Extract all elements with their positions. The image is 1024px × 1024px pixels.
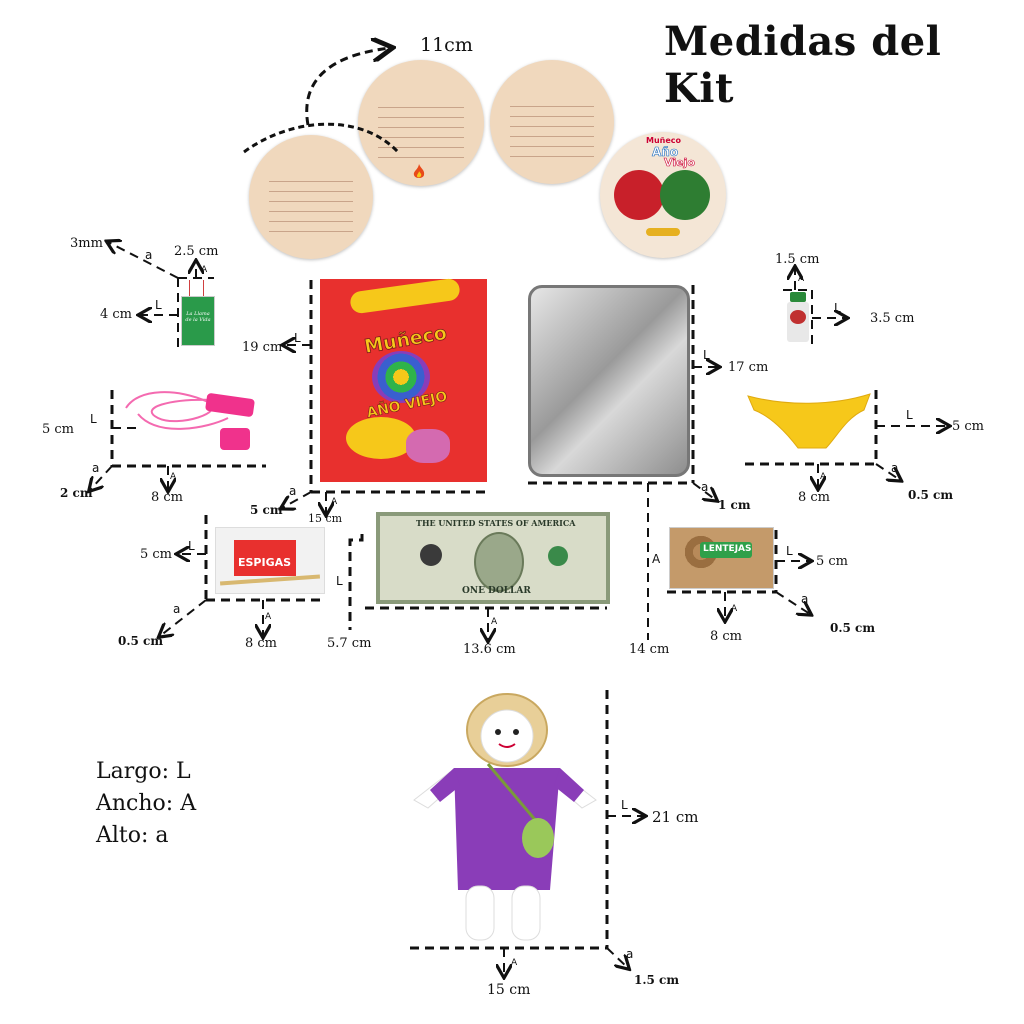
yellow-briefs xyxy=(746,388,872,452)
espigas-label: ESPIGAS xyxy=(238,556,292,569)
rag-doll xyxy=(410,690,600,945)
bottle-ancho-letter: A xyxy=(798,274,805,284)
bag-largo-label: 19 cm xyxy=(242,340,283,355)
briefs-ancho-label: 8 cm xyxy=(798,490,831,505)
tag-card-text: La Llama de la Vida xyxy=(185,311,211,323)
tag-card: La Llama de la Vida xyxy=(181,296,215,346)
logo-disc: Muñeco Año Viejo xyxy=(600,132,726,258)
espigas-ancho-label: 8 cm xyxy=(245,636,278,651)
wish-card-disc-1 xyxy=(249,135,373,259)
tag-alto-letter: a xyxy=(145,248,153,262)
espigas-largo-label: 5 cm xyxy=(140,547,173,562)
wish-card-disc-3 xyxy=(490,60,614,184)
bag-ancho-label: 15 cm xyxy=(308,512,343,525)
whistle-alto-label: 2 cm xyxy=(60,486,93,500)
espigas-alto-label: 0.5 cm xyxy=(118,634,164,648)
tray-ancho-label: 14 cm xyxy=(629,642,670,657)
lentejas-largo-letter: L xyxy=(786,544,793,558)
whistle-largo-label: 5 cm xyxy=(42,422,75,437)
lentejas-ancho-label: 8 cm xyxy=(710,629,743,644)
bag-ancho-letter: A xyxy=(331,497,338,507)
doll-alto-label: 1.5 cm xyxy=(634,973,680,987)
tray-alto-letter: a xyxy=(701,480,709,494)
briefs-alto-letter: a xyxy=(891,461,899,475)
lentejas-ancho-letter: A xyxy=(731,604,738,614)
bottle-ancho-label: 1.5 cm xyxy=(775,252,820,267)
tag-largo-label: 4 cm xyxy=(100,307,133,322)
wish-card-disc-2 xyxy=(358,60,484,186)
whistle-alto-letter: a xyxy=(92,461,100,475)
doll-ancho-letter: A xyxy=(511,958,518,968)
tag-alto-label: 3mm xyxy=(70,236,103,251)
page-title: Medidas del Kit xyxy=(664,18,942,112)
lentejas-alto-label: 0.5 cm xyxy=(830,621,876,635)
lentejas-alto-letter: a xyxy=(801,592,809,606)
tag-ancho-letter: A xyxy=(201,265,208,275)
espigas-alto-letter: a xyxy=(173,602,181,616)
espigas-ancho-letter: A xyxy=(265,612,272,622)
red-gift-bag: Muñeco AÑO VIEJO xyxy=(320,277,487,482)
legend-alto: Alto: a xyxy=(96,823,169,848)
bill-ancho-label: 13.6 cm xyxy=(463,642,516,657)
tag-ancho-label: 2.5 cm xyxy=(174,244,219,259)
tag-largo-letter: L xyxy=(155,298,162,312)
bottle-largo-letter: L xyxy=(834,301,841,315)
whistle-ancho-letter: A xyxy=(170,472,177,482)
bag-alto-label: 5 cm xyxy=(250,503,283,517)
doll-alto-letter: a xyxy=(626,947,634,961)
lentejas-package: LENTEJAS xyxy=(669,527,774,589)
bottle-largo-label: 3.5 cm xyxy=(870,311,915,326)
disc-diameter-label: 11cm xyxy=(420,34,473,56)
tray-largo-letter: L xyxy=(703,348,710,362)
whistle xyxy=(118,378,268,458)
logo-disc-text-2: Año xyxy=(652,145,679,160)
flame-icon xyxy=(412,164,426,180)
aluminum-tray xyxy=(528,285,690,477)
bag-alto-letter: a xyxy=(289,484,297,498)
espigas-largo-letter: L xyxy=(188,539,195,553)
dollar-bill: THE UNITED STATES OF AMERICA ONE DOLLAR xyxy=(376,512,610,604)
briefs-alto-label: 0.5 cm xyxy=(908,488,954,502)
small-bottle xyxy=(787,292,809,342)
espigas-package: ESPIGAS xyxy=(215,527,325,594)
bill-ancho-letter: A xyxy=(491,617,498,627)
doll-largo-letter: L xyxy=(621,798,628,812)
bill-bottom-text: ONE DOLLAR xyxy=(462,586,531,596)
doll-ancho-label: 15 cm xyxy=(487,982,531,998)
briefs-ancho-letter: A xyxy=(820,472,827,482)
lentejas-label: LENTEJAS xyxy=(703,544,752,554)
whistle-largo-letter: L xyxy=(90,412,97,426)
bag-largo-letter: L xyxy=(294,331,301,345)
briefs-largo-letter: L xyxy=(906,408,913,422)
tray-alto-label: 1 cm xyxy=(718,498,751,512)
briefs-largo-label: 5 cm xyxy=(952,419,985,434)
bill-largo-label: 5.7 cm xyxy=(327,636,372,651)
tray-largo-label: 17 cm xyxy=(728,360,769,375)
logo-disc-text-3: Viejo xyxy=(664,156,695,170)
legend: Largo: L Ancho: A Alto: a xyxy=(96,756,196,852)
tray-ancho-letter: A xyxy=(652,552,661,566)
doll-largo-label: 21 cm xyxy=(652,808,699,826)
lentejas-largo-label: 5 cm xyxy=(816,554,849,569)
legend-ancho: Ancho: A xyxy=(96,791,197,816)
bill-top-text: THE UNITED STATES OF AMERICA xyxy=(416,518,576,528)
bill-largo-letter: L xyxy=(336,574,343,588)
logo-disc-text-1: Muñeco xyxy=(646,136,682,145)
legend-largo: Largo: L xyxy=(96,759,191,784)
whistle-ancho-label: 8 cm xyxy=(151,490,184,505)
